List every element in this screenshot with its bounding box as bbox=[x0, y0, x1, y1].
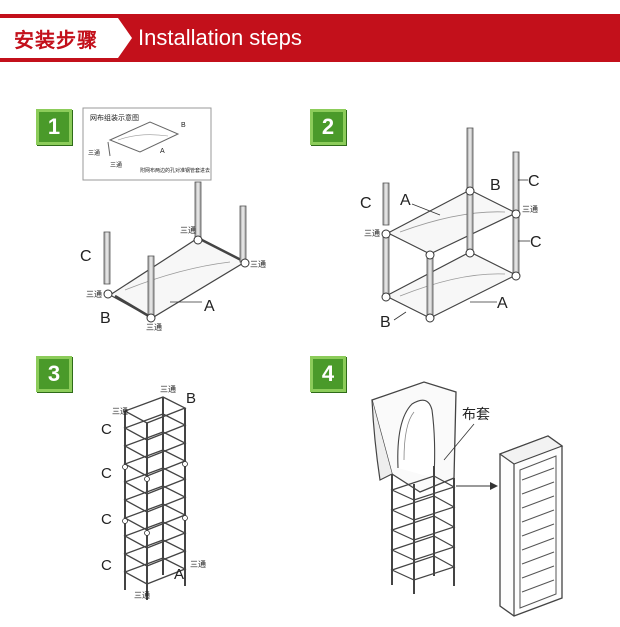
label-c: C bbox=[101, 465, 112, 482]
label-a: A bbox=[497, 295, 508, 312]
tee-label: 三通 bbox=[364, 228, 380, 238]
tee-label: 三通 bbox=[180, 225, 196, 235]
tee-label: 三通 bbox=[250, 259, 266, 269]
step-1-diagram: 网布组装示意图 B A 三通 三通 附网布两边的孔对准钢管套进去 C B A 三… bbox=[80, 108, 266, 332]
finished-rack bbox=[500, 436, 562, 616]
label-c: C bbox=[80, 248, 92, 265]
inset-label-a: A bbox=[160, 148, 165, 155]
tee-label: 三通 bbox=[134, 590, 150, 600]
tee-label: 三通 bbox=[112, 406, 128, 416]
pole bbox=[148, 256, 154, 316]
label-b: B bbox=[100, 310, 111, 327]
label-c: C bbox=[101, 421, 112, 438]
inset-tee-label-2: 三通 bbox=[110, 161, 122, 169]
step-2-diagram: C A B C C A B 三通 三通 bbox=[360, 128, 542, 331]
inset-title: 网布组装示意图 bbox=[90, 113, 139, 122]
tee-label: 三通 bbox=[190, 559, 206, 569]
label-c: C bbox=[360, 195, 372, 212]
label-c: C bbox=[530, 234, 542, 251]
inset-tee-label-1: 三通 bbox=[88, 149, 100, 157]
inset-label-b: B bbox=[181, 122, 186, 129]
label-c: C bbox=[101, 511, 112, 528]
label-a: A bbox=[400, 192, 411, 209]
step-4-diagram: 布套 bbox=[372, 382, 562, 616]
label-b: B bbox=[380, 314, 391, 331]
label-c: C bbox=[528, 173, 540, 190]
cover-label: 布套 bbox=[462, 407, 490, 423]
tee-label: 三通 bbox=[522, 204, 538, 214]
pole-c bbox=[104, 232, 110, 284]
label-a: A bbox=[174, 566, 184, 583]
label-b: B bbox=[186, 390, 196, 407]
label-a: A bbox=[204, 298, 215, 315]
tee-label: 三通 bbox=[86, 289, 102, 299]
pole bbox=[240, 206, 246, 262]
tee-label: 三通 bbox=[160, 384, 176, 394]
inset-note: 附网布两边的孔对准钢管套进去 bbox=[140, 167, 210, 174]
label-b: B bbox=[490, 177, 501, 194]
tee-label: 三通 bbox=[146, 322, 162, 332]
inset-mesh-diagram: 网布组装示意图 B A 三通 三通 附网布两边的孔对准钢管套进去 bbox=[83, 108, 211, 180]
label-c: C bbox=[101, 557, 112, 574]
